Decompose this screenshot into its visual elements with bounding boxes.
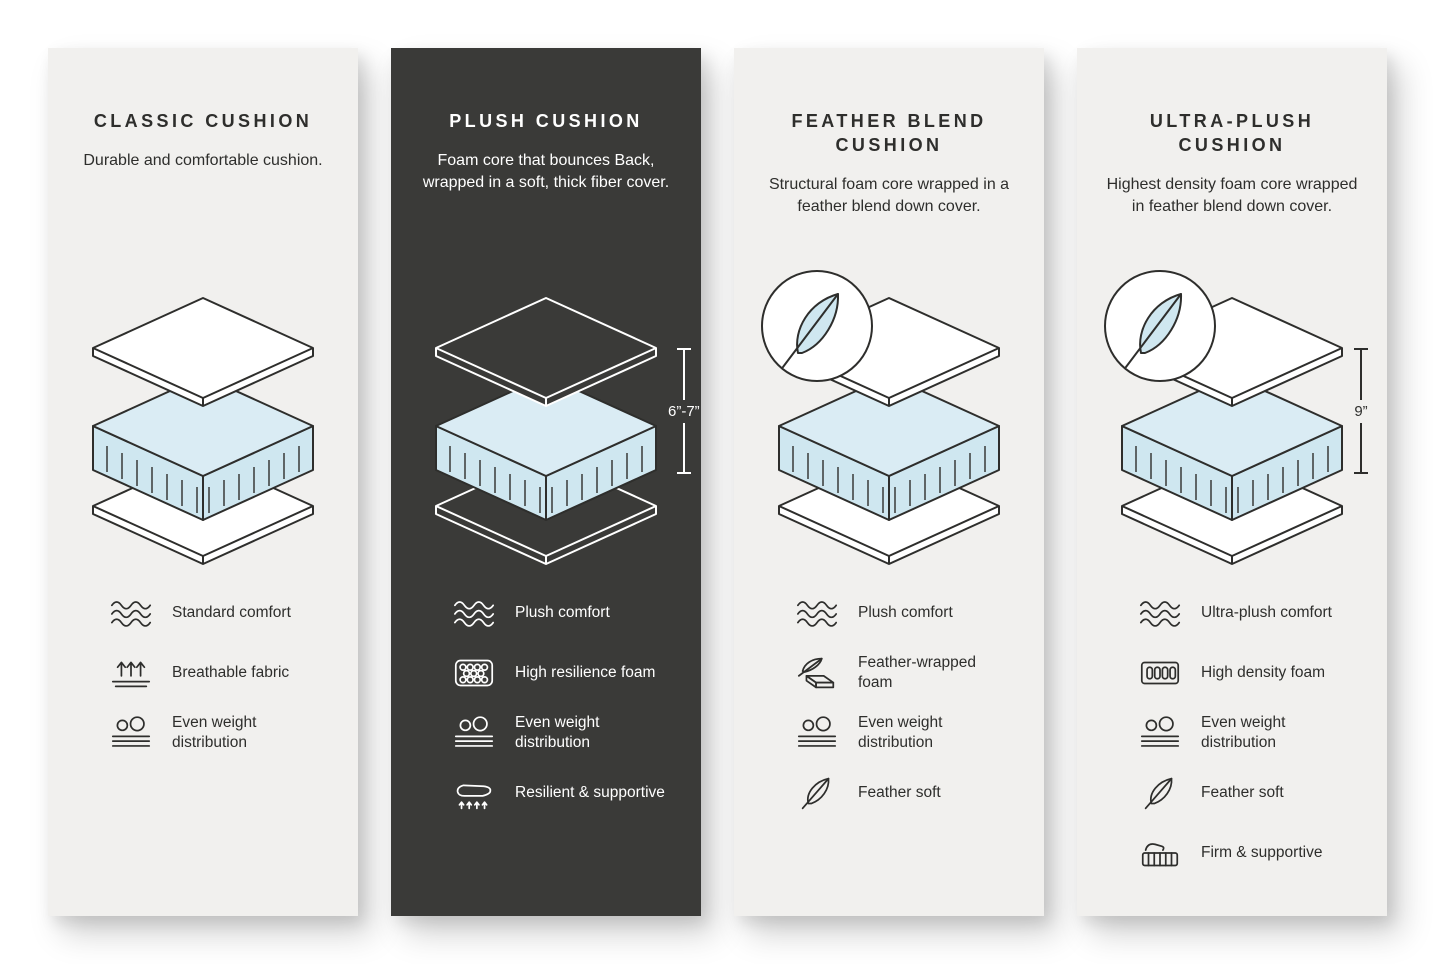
feature-list: Ultra-plush comfort High density foam xyxy=(1101,592,1363,892)
even-weight-icon xyxy=(106,715,156,751)
foam-core-layer xyxy=(435,375,657,521)
feature-label: Plush comfort xyxy=(858,603,953,621)
feature-item: Even weight distribution xyxy=(429,712,677,754)
measure-line xyxy=(682,350,685,400)
card-title: PLUSH CUSHION xyxy=(449,111,643,131)
feather-badge xyxy=(761,270,873,382)
top-cover-layer xyxy=(92,297,314,407)
foam-core-layer xyxy=(1121,375,1343,521)
feature-list: Plush comfort High resilience foam xyxy=(415,592,677,832)
layered-cushion-illustration xyxy=(761,270,1000,565)
resilience-foam-icon xyxy=(449,655,499,691)
feature-item: Feather soft xyxy=(1115,772,1363,814)
feature-label: Plush comfort xyxy=(515,603,610,621)
card-ultra-plush-cushion: ULTRA-PLUSH CUSHION Highest density foam… xyxy=(1077,48,1387,916)
measure-line xyxy=(1360,350,1362,400)
feather-wrapped-foam-icon xyxy=(792,655,842,691)
foam-core-layer xyxy=(92,375,314,521)
feature-item: High resilience foam xyxy=(429,652,677,694)
wave-icon xyxy=(106,595,156,631)
feature-label: Feather-wrapped foam xyxy=(858,653,977,691)
layered-cushion-illustration xyxy=(1104,270,1343,565)
feature-label: Resilient & supportive xyxy=(515,783,665,801)
feature-item: Plush comfort xyxy=(429,592,677,634)
card-title: FEATHER BLEND CUSHION xyxy=(791,111,987,155)
feature-label: Feather soft xyxy=(858,783,941,801)
feature-label: Feather soft xyxy=(1201,783,1284,801)
even-weight-icon xyxy=(792,715,842,751)
card-classic-cushion: CLASSIC CUSHION Durable and comfortable … xyxy=(48,48,358,916)
top-cover-layer xyxy=(435,297,657,407)
card-header: FEATHER BLEND CUSHION Structural foam co… xyxy=(758,110,1020,260)
card-header: PLUSH CUSHION Foam core that bounces Bac… xyxy=(415,110,677,260)
measure-label: 9” xyxy=(1354,402,1368,420)
foam-core-layer xyxy=(778,375,1000,521)
wave-icon xyxy=(1135,595,1185,631)
wave-icon xyxy=(449,595,499,631)
feature-item: Firm & supportive xyxy=(1115,832,1363,874)
feature-item: Standard comfort xyxy=(86,592,334,634)
feature-label: High density foam xyxy=(1201,663,1326,681)
feature-label: Standard comfort xyxy=(172,603,291,621)
feature-label: Even weight distribution xyxy=(1201,713,1286,751)
card-description: Structural foam core wrapped in a feathe… xyxy=(768,175,1010,216)
even-weight-icon xyxy=(1135,715,1185,751)
card-title: ULTRA-PLUSH CUSHION xyxy=(1149,111,1315,155)
card-description: Foam core that bounces Back, wrapped in … xyxy=(422,151,670,192)
feature-item: Breathable fabric xyxy=(86,652,334,694)
feather-icon xyxy=(792,775,842,811)
feather-icon xyxy=(1135,775,1185,811)
feature-label: Even weight distribution xyxy=(858,713,943,751)
density-foam-icon xyxy=(1135,655,1185,691)
measure-line xyxy=(682,422,685,472)
feature-label: Ultra-plush comfort xyxy=(1201,603,1332,621)
feature-item: Feather-wrapped foam xyxy=(772,652,1020,694)
card-description: Durable and comfortable cushion. xyxy=(83,151,323,169)
layered-cushion-illustration xyxy=(435,297,657,565)
resilient-supportive-icon xyxy=(449,775,499,811)
feature-item: Ultra-plush comfort xyxy=(1115,592,1363,634)
feature-label: Even weight distribution xyxy=(172,713,257,751)
measure-label: 6”-7” xyxy=(668,402,700,420)
feature-item: Plush comfort xyxy=(772,592,1020,634)
cushion-diagram: 6”-7” xyxy=(416,266,700,574)
feature-item: Resilient & supportive xyxy=(429,772,677,814)
feature-label: Firm & supportive xyxy=(1201,843,1323,861)
feature-item: Feather soft xyxy=(772,772,1020,814)
feature-item: High density foam xyxy=(1115,652,1363,694)
breathable-fabric-icon xyxy=(106,655,156,691)
feature-label: High resilience foam xyxy=(515,663,656,681)
feature-label: Even weight distribution xyxy=(515,713,600,751)
feature-item: Even weight distribution xyxy=(86,712,334,754)
measure-bottom-cap xyxy=(676,472,691,474)
even-weight-icon xyxy=(449,715,499,751)
measure-top-cap xyxy=(1354,348,1368,350)
card-title: CLASSIC CUSHION xyxy=(93,111,313,131)
card-feather-blend-cushion: FEATHER BLEND CUSHION Structural foam co… xyxy=(734,48,1044,916)
measure-top-cap xyxy=(676,348,691,350)
cushion-diagram: 9” xyxy=(1102,266,1368,574)
card-header: CLASSIC CUSHION Durable and comfortable … xyxy=(72,110,334,260)
measure-line xyxy=(1360,422,1362,472)
feature-item: Even weight distribution xyxy=(772,712,1020,754)
height-measurement: 9” xyxy=(1354,348,1368,474)
card-header: ULTRA-PLUSH CUSHION Highest density foam… xyxy=(1101,110,1363,260)
feature-item: Even weight distribution xyxy=(1115,712,1363,754)
feature-list: Plush comfort Feather-wrapped foam xyxy=(758,592,1020,832)
cushion-diagram xyxy=(73,266,333,574)
feather-badge xyxy=(1104,270,1216,382)
card-description: Highest density foam core wrapped in fea… xyxy=(1106,175,1358,216)
layered-cushion-illustration xyxy=(92,297,314,565)
height-measurement: 6”-7” xyxy=(668,348,700,474)
cushion-diagram xyxy=(759,266,1019,574)
card-plush-cushion: PLUSH CUSHION Foam core that bounces Bac… xyxy=(391,48,701,916)
wave-icon xyxy=(792,595,842,631)
feature-label: Breathable fabric xyxy=(172,663,290,681)
measure-bottom-cap xyxy=(1354,472,1368,474)
feature-list: Standard comfort Breathable fabric xyxy=(72,592,334,772)
firm-supportive-icon xyxy=(1135,835,1185,871)
